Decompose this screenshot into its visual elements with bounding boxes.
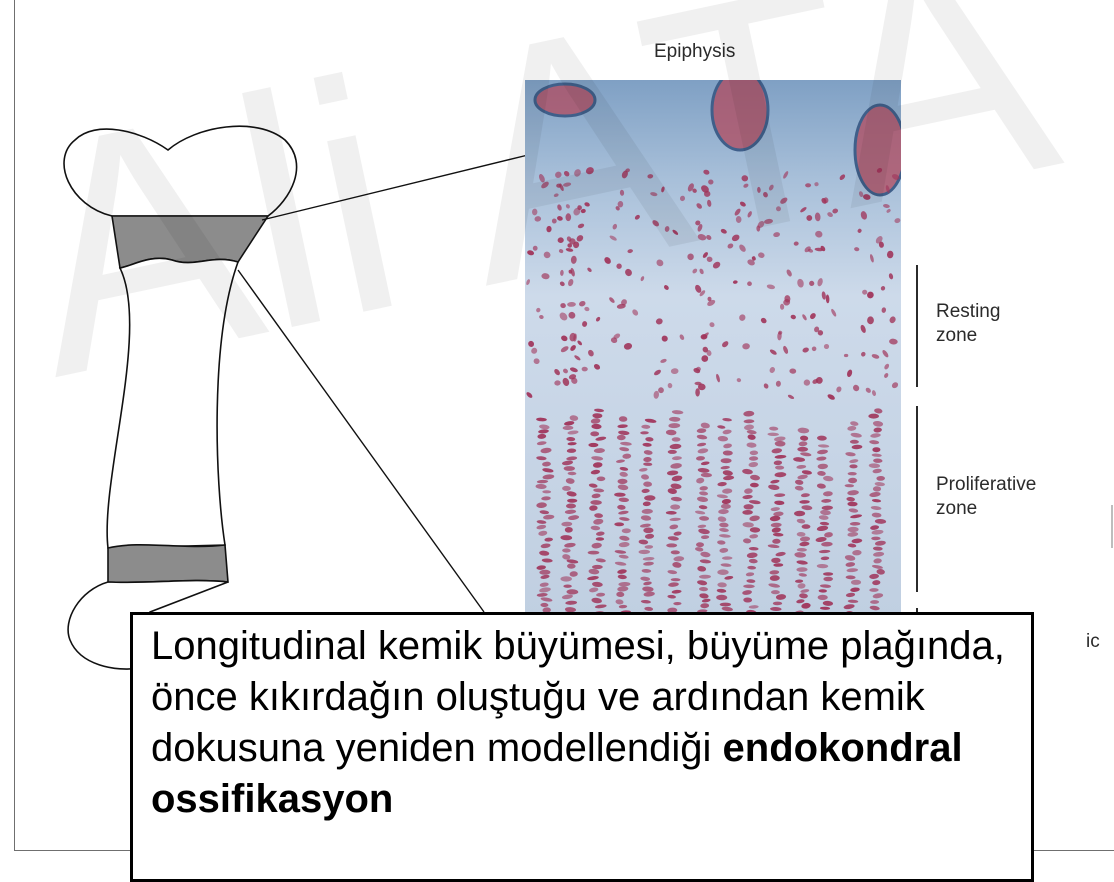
chondrocyte-cell <box>818 595 828 600</box>
chondrocyte-cell <box>805 183 811 187</box>
zoom-leader-line-lower <box>238 270 484 612</box>
micrograph-background <box>525 80 901 620</box>
chondrocyte-cell <box>771 590 780 594</box>
chondrocyte-cell <box>744 504 754 509</box>
chondrocyte-cell <box>592 565 603 569</box>
hypertrophic-zone-label-partial: ic <box>1086 630 1100 654</box>
chondrocyte-cell <box>868 414 879 419</box>
bone-shaft <box>107 258 238 548</box>
resting-zone-label-line1: Resting <box>936 300 1000 324</box>
chondrocyte-cell <box>588 443 598 447</box>
chondrocyte-cell <box>802 524 811 529</box>
chondrocyte-cell <box>617 435 626 440</box>
resting-zone-label: Resting zone <box>936 300 1000 348</box>
chondrocyte-cell <box>872 447 880 452</box>
chondrocyte-cell <box>566 504 576 509</box>
caption-box: Longitudinal kemik büyümesi, büyüme plağ… <box>130 612 1034 882</box>
resting-zone-label-line2: zone <box>936 324 1000 348</box>
chondrocyte-cell <box>717 569 728 575</box>
proliferative-zone-label-line1: Proliferative <box>936 473 1036 497</box>
chondrocyte-cell <box>588 551 600 555</box>
chondrocyte-cell <box>672 437 681 441</box>
chondrocyte-cell <box>566 213 572 221</box>
chondrocyte-cell <box>797 447 808 452</box>
vascular-region <box>855 105 901 195</box>
vascular-region <box>712 80 768 150</box>
chondrocyte-cell <box>596 537 604 541</box>
proliferative-zone-label-line2: zone <box>936 497 1036 521</box>
chondrocyte-cell <box>590 431 599 436</box>
bone-top-head <box>64 126 297 216</box>
chondrocyte-cell <box>563 585 571 588</box>
zoom-leader-line-upper <box>262 155 528 220</box>
chondrocyte-cell <box>668 450 677 454</box>
chondrocyte-cell <box>618 479 628 484</box>
chondrocyte-cell <box>670 504 680 509</box>
chondrocyte-cell <box>823 572 833 575</box>
chondrocyte-cell <box>720 603 731 607</box>
proliferative-zone-label: Proliferative zone <box>936 473 1036 521</box>
chondrocyte-cell <box>564 466 575 471</box>
bone-top-growth-plate <box>112 216 268 268</box>
growth-plate-micrograph <box>525 80 901 620</box>
chondrocyte-cell <box>666 543 677 547</box>
chondrocyte-cell <box>597 477 606 482</box>
chondrocyte-cell <box>560 576 572 581</box>
bone-bottom-growth-plate <box>108 545 228 583</box>
epiphysis-label: Epiphysis <box>654 40 735 64</box>
vascular-region <box>535 84 595 116</box>
chondrocyte-cell <box>695 388 700 396</box>
chondrocyte-cell <box>567 499 577 503</box>
chondrocyte-cell <box>721 458 732 463</box>
